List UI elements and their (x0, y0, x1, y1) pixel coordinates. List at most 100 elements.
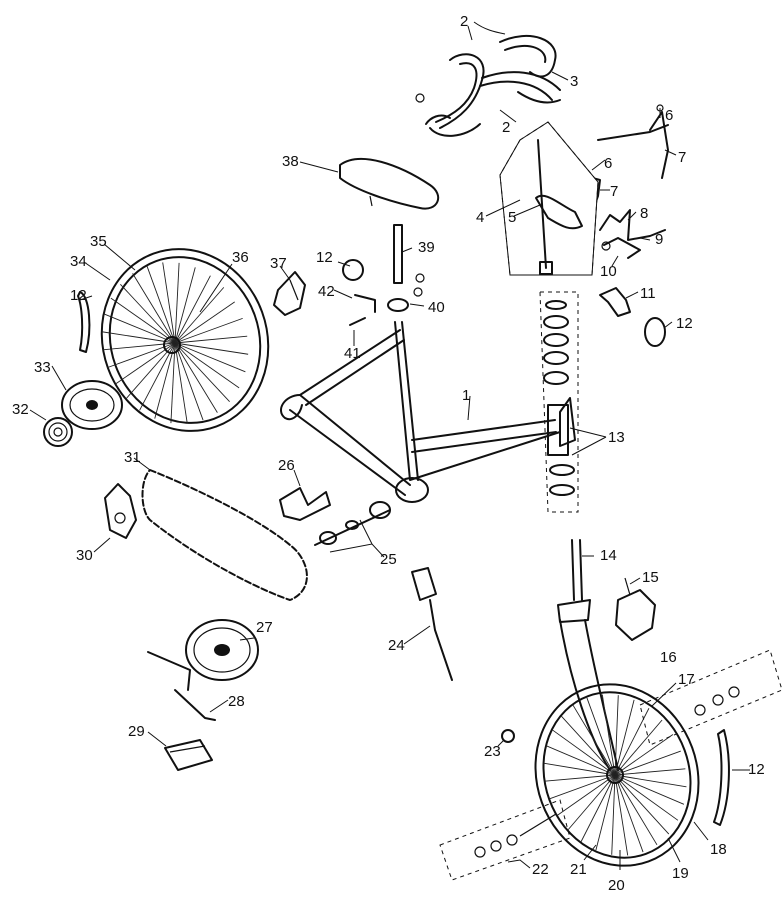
wheel-spoke (104, 313, 176, 344)
label-part-2-top: 2 (460, 13, 468, 30)
label-part-33: 33 (34, 359, 51, 376)
wheel-spoke (162, 262, 176, 344)
axle-parts-upper (639, 649, 783, 746)
wheel-spoke (614, 734, 674, 776)
headset-stack (539, 291, 579, 513)
fender-reflector-left (77, 291, 91, 353)
wheel-spoke (174, 317, 243, 344)
label-part-42: 42 (318, 283, 335, 300)
label-part-37: 37 (270, 255, 287, 272)
wheel-spoke (601, 694, 616, 776)
front-brake-caliper (615, 577, 656, 641)
stem-assembly (499, 121, 599, 276)
label-part-24: 24 (388, 637, 405, 654)
freewheel-cog (43, 417, 73, 447)
wheel-spoke (556, 774, 616, 816)
label-part-13: 13 (608, 429, 625, 446)
label-part-17: 17 (678, 671, 695, 688)
wheel-spoke (614, 774, 670, 835)
label-part-12-front: 12 (748, 761, 765, 778)
label-part-10: 10 (600, 263, 617, 280)
wheel-spoke (110, 297, 176, 344)
part-labels: 2 2 3 4 5 6 6 7 7 8 9 10 11 12 12 12 12 … (12, 13, 765, 894)
hub-cover (61, 380, 123, 430)
label-part-12-right: 12 (676, 315, 693, 332)
label-part-23: 23 (484, 743, 501, 760)
wheel-spoke (174, 301, 235, 344)
wheel-spoke (545, 745, 616, 776)
wheel-spoke (174, 342, 240, 389)
chainring (185, 619, 259, 681)
nut-icon (501, 729, 515, 743)
reflector-seat-icon (342, 259, 364, 281)
wheel-spoke (174, 275, 211, 344)
label-part-7-mid: 7 (610, 183, 618, 200)
front-derailleur (279, 487, 331, 521)
fender-reflector-right (713, 729, 730, 826)
reflector-bracket-icon (644, 317, 666, 347)
chain (141, 469, 308, 601)
clamp (599, 287, 631, 317)
wheel-spoke (614, 699, 635, 776)
label-part-38: 38 (282, 153, 299, 170)
wheel-spoke (614, 774, 658, 846)
label-part-2-bottom: 2 (502, 119, 510, 136)
label-part-3: 3 (570, 73, 578, 90)
label-part-21: 21 (570, 861, 587, 878)
label-part-35: 35 (90, 233, 107, 250)
wheel-spoke (132, 273, 176, 344)
wheel-spoke (174, 335, 248, 344)
label-part-12-rear: 12 (70, 287, 87, 304)
wheel-spoke (174, 342, 204, 421)
label-part-32: 32 (12, 401, 29, 418)
wheel-spoke (174, 342, 246, 373)
handlebar (415, 34, 561, 137)
wheel-spoke (174, 342, 218, 413)
leader-lines (29, 21, 750, 870)
wheel-spoke (154, 342, 176, 419)
label-part-26: 26 (278, 457, 295, 474)
wheel-spoke (101, 331, 176, 344)
wheel-spoke (174, 342, 230, 403)
wheel-spoke (174, 342, 249, 355)
seat-post (393, 224, 403, 284)
wheel-spoke (120, 283, 176, 344)
label-part-5: 5 (508, 209, 516, 226)
bottom-bracket (314, 501, 391, 546)
label-part-8: 8 (640, 205, 648, 222)
label-part-18: 18 (710, 841, 727, 858)
wheel-spoke (614, 774, 687, 788)
rear-wheel (100, 248, 270, 432)
pedal (164, 739, 213, 771)
label-part-41: 41 (344, 345, 361, 362)
wheel-spoke (614, 695, 619, 776)
wheel-spoke (174, 287, 225, 344)
wheel-spoke (572, 704, 616, 776)
label-part-15: 15 (642, 569, 659, 586)
wheel-spoke (170, 342, 176, 424)
wheel-spoke (146, 265, 176, 344)
wheel-spoke (595, 774, 616, 851)
label-part-29: 29 (128, 723, 145, 740)
label-part-7-top: 7 (678, 149, 686, 166)
wheel-spoke (139, 342, 176, 411)
label-part-36: 36 (232, 249, 249, 266)
seat-clamp (349, 273, 425, 326)
saddle (339, 157, 440, 210)
label-part-16: 16 (660, 649, 677, 666)
label-part-6-top: 6 (665, 107, 673, 124)
label-part-40: 40 (428, 299, 445, 316)
shift-lever-assembly (599, 209, 666, 259)
wheel-spoke (567, 774, 616, 831)
label-part-9: 9 (655, 231, 663, 248)
wheel-spoke (614, 719, 663, 776)
front-wheel (534, 683, 700, 867)
wheel-spoke (614, 774, 679, 821)
wheel-spoke (614, 774, 644, 853)
label-part-19: 19 (672, 865, 689, 882)
wheel-spoke (543, 762, 616, 776)
kickstand (411, 567, 453, 681)
wheel-spoke (174, 267, 196, 344)
wheel-spoke (614, 774, 685, 805)
